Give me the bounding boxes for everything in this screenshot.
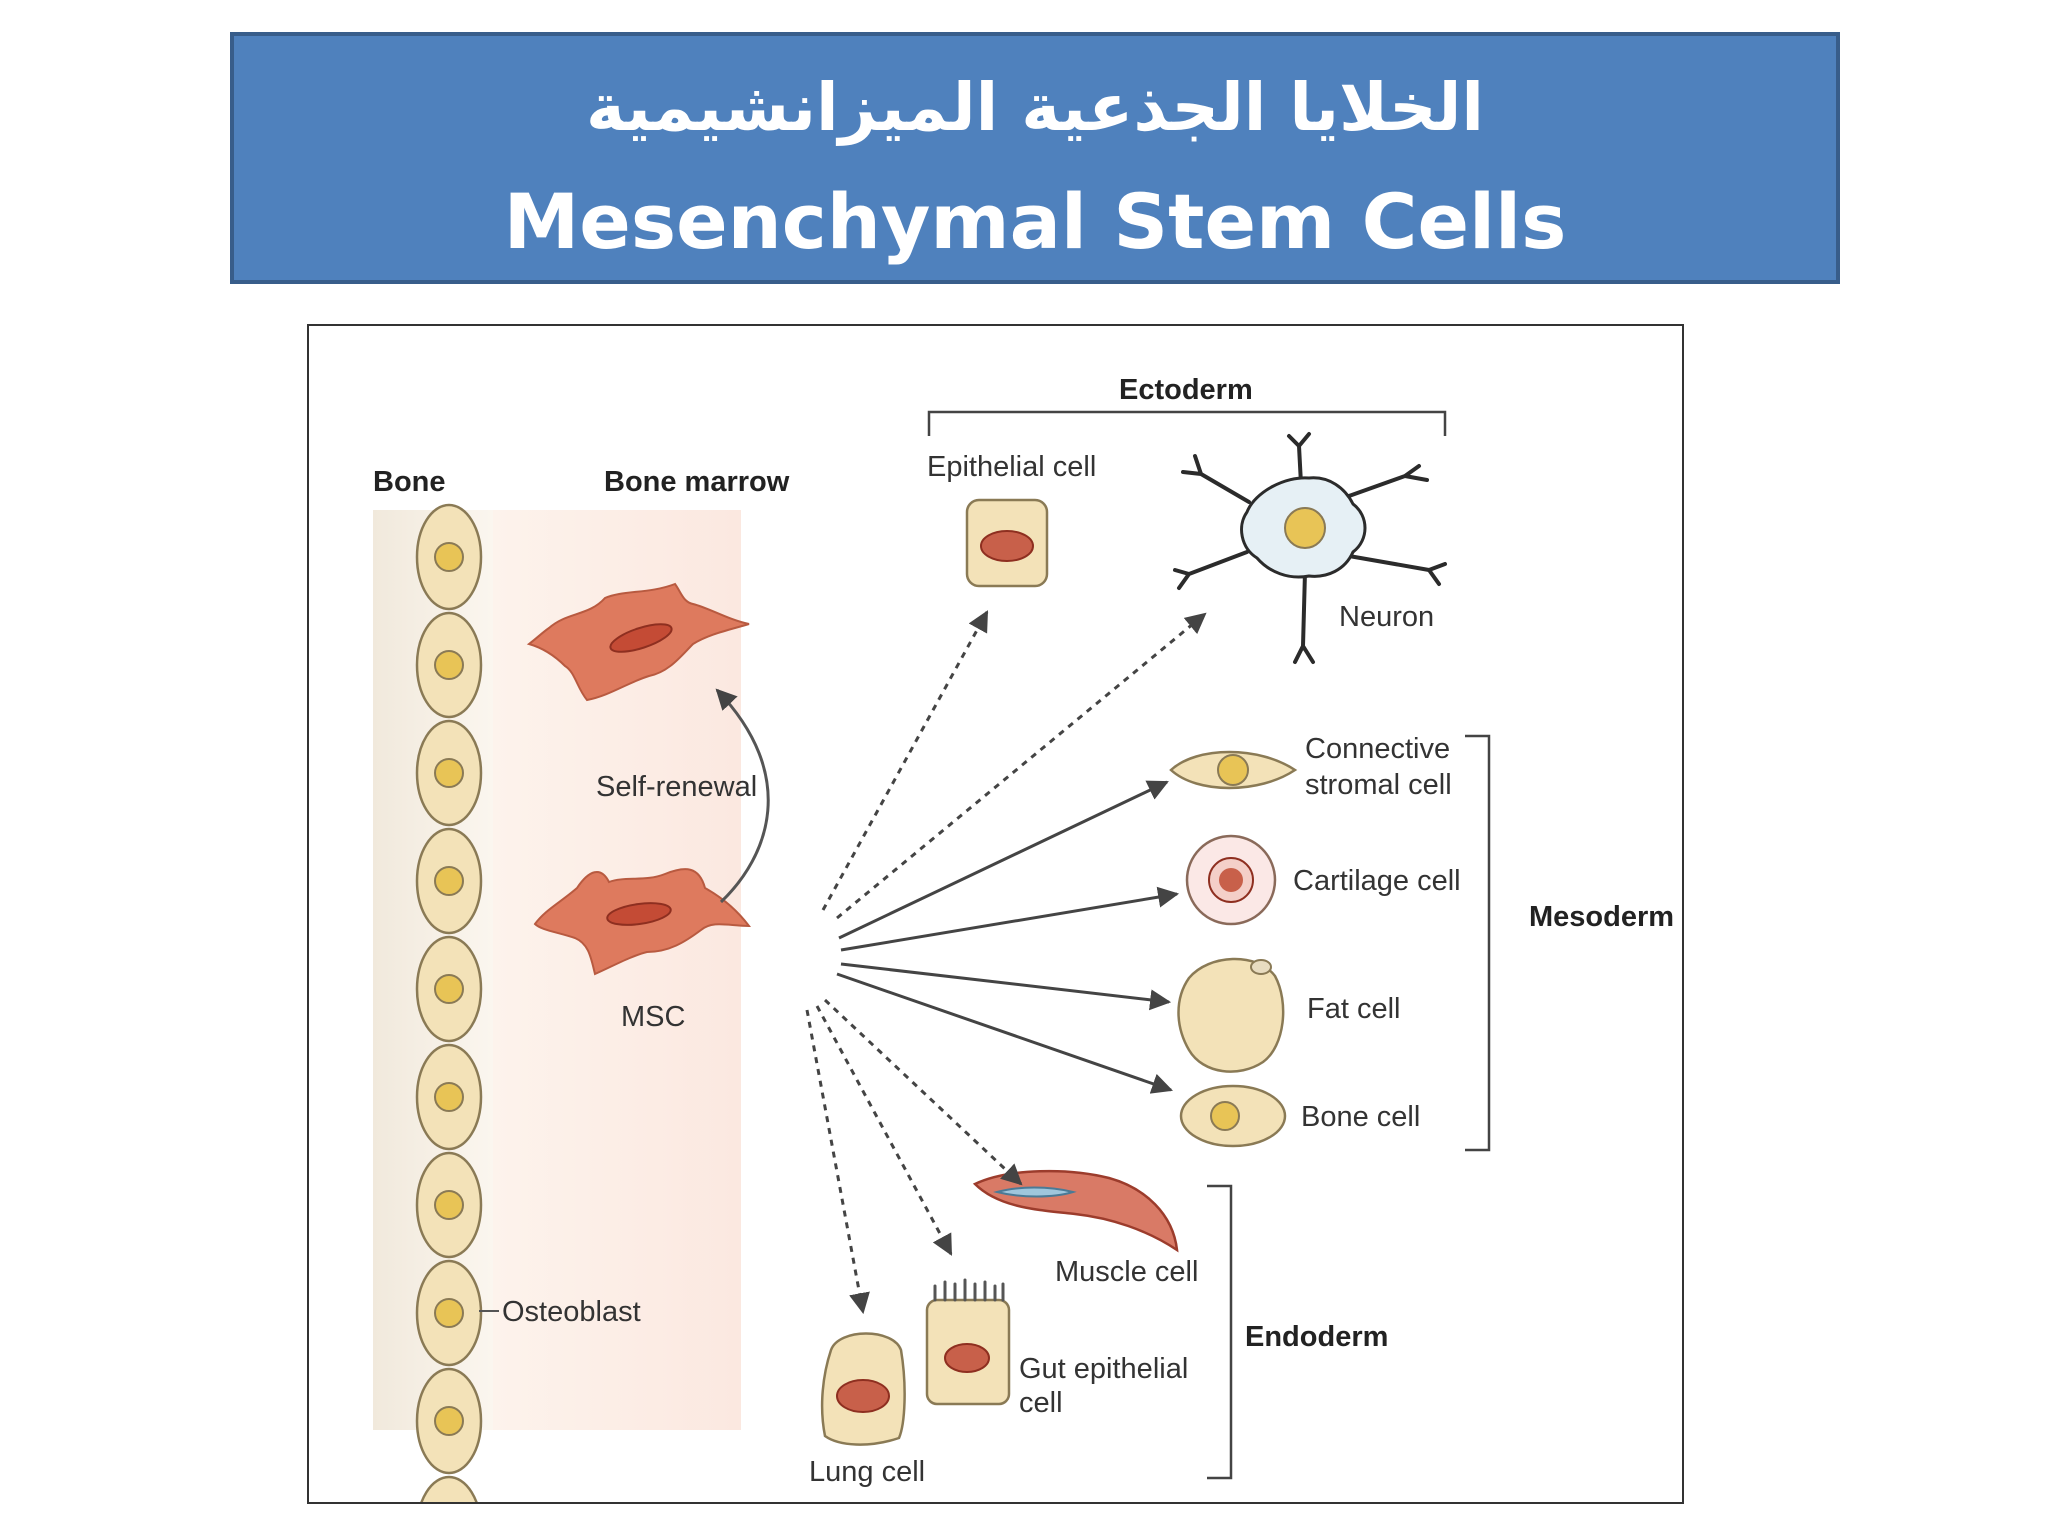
label-gut-line2: cell: [1019, 1387, 1063, 1419]
label-self-renewal: Self-renewal: [596, 771, 757, 803]
header-bone: Bone: [373, 466, 446, 498]
label-connective-line2: stromal cell: [1305, 769, 1452, 801]
arrow-to-epithelial: [821, 610, 989, 911]
label-cartilage-cell: Cartilage cell: [1293, 865, 1461, 897]
label-epithelial-cell: Epithelial cell: [927, 451, 1096, 483]
header-mesoderm: Mesoderm: [1529, 901, 1674, 933]
bone-cell: [1179, 1084, 1287, 1148]
label-bone-cell: Bone cell: [1301, 1101, 1420, 1133]
arrow-to-connective: [838, 780, 1169, 940]
arrow-to-muscle: [823, 998, 1023, 1186]
msc-self-renewed-cell: [526, 582, 750, 702]
diagram-frame: Bone Bone marrow Osteoblast MSC Self-ren…: [307, 324, 1684, 1504]
neuron-cell: [1173, 432, 1447, 664]
cartilage-cell: [1185, 834, 1277, 926]
label-fat-cell: Fat cell: [1307, 993, 1400, 1025]
osteoblast-cell: [415, 827, 483, 935]
label-gut-line1: Gut epithelial: [1019, 1353, 1188, 1385]
label-lung-cell: Lung cell: [809, 1456, 925, 1488]
msc-differentiation-diagram: Bone Bone marrow Osteoblast MSC Self-ren…: [373, 374, 1674, 1502]
label-msc: MSC: [621, 1001, 685, 1033]
label-osteoblast: Osteoblast: [502, 1296, 641, 1328]
header-endoderm: Endoderm: [1245, 1321, 1388, 1353]
gut-epithelial-cell: [925, 1278, 1011, 1406]
arrow-to-neuron: [836, 612, 1207, 920]
osteoblast-cell: [415, 1151, 483, 1259]
msc-cell: [533, 868, 752, 976]
muscle-cell: [972, 1169, 1179, 1253]
osteoblast-column: [415, 503, 483, 1502]
label-connective-line1: Connective: [1305, 733, 1450, 765]
connective-stromal-cell: [1169, 750, 1298, 790]
osteoblast-cell: [415, 935, 483, 1043]
osteoblast-cell: [415, 1259, 483, 1367]
osteoblast-cell: [415, 1043, 483, 1151]
endoderm-bracket: [1207, 1184, 1233, 1480]
lung-cell: [820, 1332, 906, 1446]
title-banner: الخلايا الجذعية الميزانشيمية Mesenchymal…: [230, 32, 1840, 284]
osteoblast-cell: [415, 1367, 483, 1475]
header-bone-marrow: Bone marrow: [604, 466, 790, 498]
header-ectoderm: Ectoderm: [1119, 374, 1253, 406]
arrow-to-lung: [805, 1009, 870, 1315]
arrow-to-gut: [815, 1005, 953, 1256]
title-english: Mesenchymal Stem Cells: [503, 177, 1567, 266]
ectoderm-bracket: [927, 410, 1447, 436]
self-renewal-arrow: [715, 688, 770, 904]
fat-cell: [1177, 957, 1285, 1073]
arrow-to-cartilage: [840, 886, 1180, 952]
osteoblast-cell: [415, 611, 483, 719]
epithelial-cell: [965, 498, 1049, 588]
osteoblast-cell: [420, 1475, 478, 1502]
osteoblast-cell: [415, 719, 483, 827]
mesoderm-bracket: [1465, 734, 1491, 1152]
arrow-to-fat: [840, 962, 1172, 1011]
osteoblast-cell: [415, 503, 483, 611]
title-arabic: الخلايا الجذعية الميزانشيمية: [585, 69, 1485, 146]
label-neuron: Neuron: [1339, 601, 1434, 633]
arrow-to-bone: [836, 972, 1173, 1094]
label-muscle-cell: Muscle cell: [1055, 1256, 1198, 1288]
